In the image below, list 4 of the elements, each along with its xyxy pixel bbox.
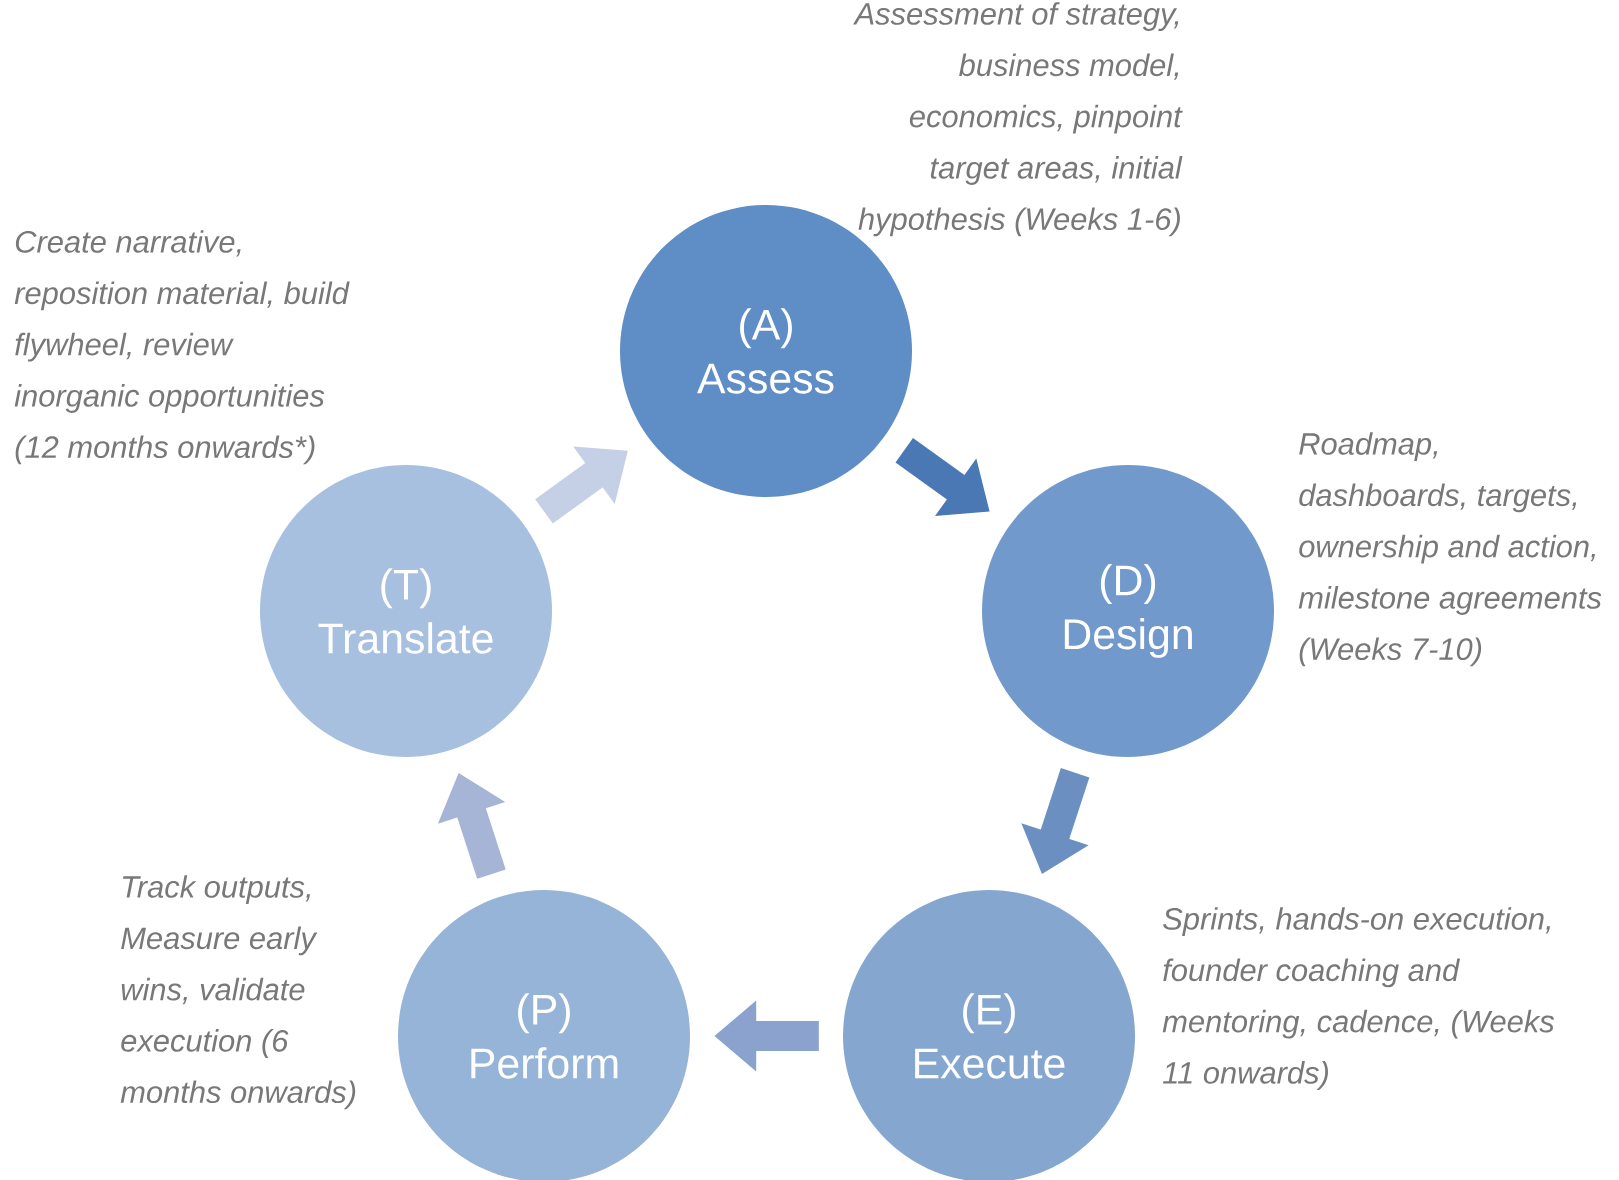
description-text: Sprints, hands-on execution, founder coaching and mentoring, cadence, (Weeks 11 onwards) (1162, 907, 1555, 1090)
description-text: Roadmap, dashboards, targets, ownership and action, milestone agreements (Weeks 7-10) (1298, 432, 1602, 667)
description-text: Create narrative, reposition material, build flywheel, review inorganic opportunities (12 months onwards*) (14, 230, 350, 465)
description-text: Track outputs, Measure early wins, validate execution (6 months onwards) (120, 875, 356, 1110)
